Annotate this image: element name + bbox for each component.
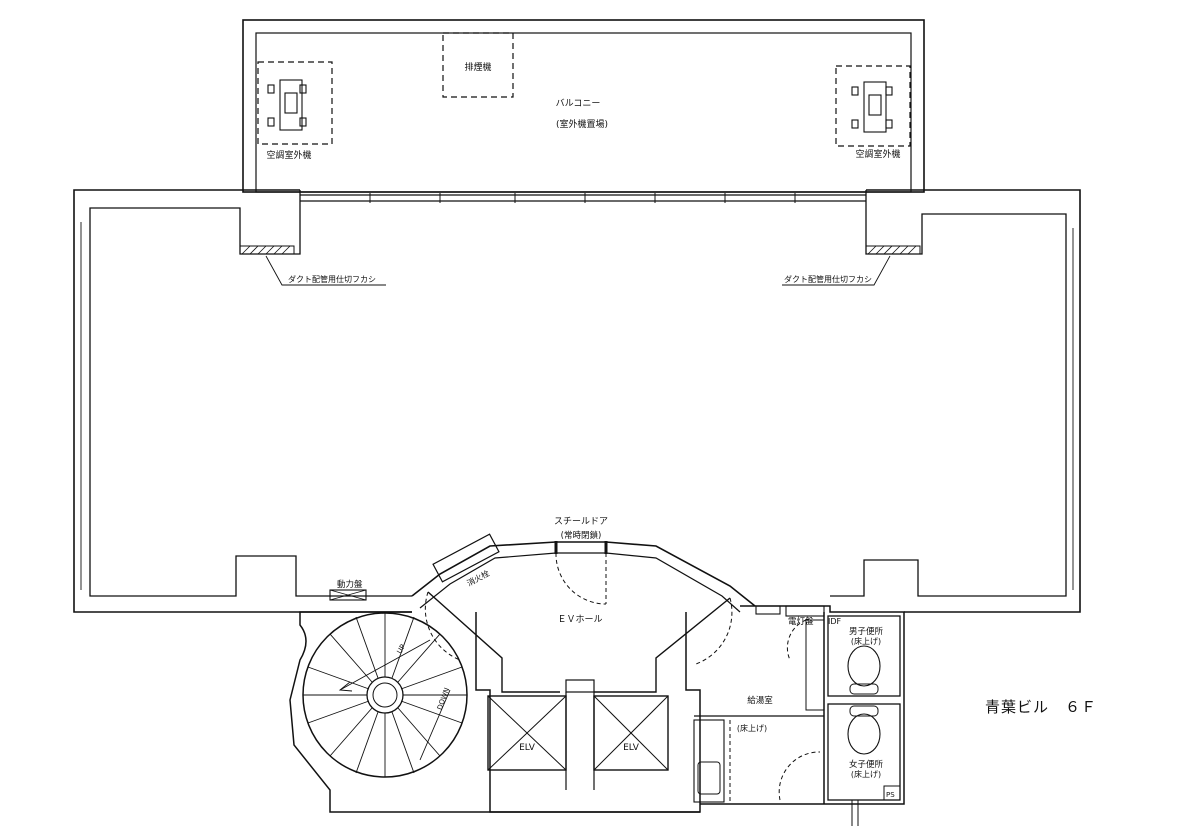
idf-label: IDF <box>828 617 842 626</box>
ac-unit-left-icon <box>267 79 307 131</box>
duct-left-hatch <box>239 245 295 255</box>
door-swing-right <box>695 597 733 665</box>
balcony-label: バルコニー <box>556 98 601 109</box>
ac-unit-right-icon <box>851 81 893 133</box>
ev-hall-label: ＥＶホール <box>557 614 602 625</box>
light-panel-label: 電灯盤 <box>788 616 814 627</box>
duct-right-hatch <box>865 245 921 255</box>
elevator-divider <box>565 679 595 693</box>
balcony <box>242 19 925 203</box>
service-area <box>693 605 905 826</box>
balcony-note: (室外機置場) <box>556 118 608 130</box>
spiral-stair <box>289 611 700 813</box>
stair-treads <box>303 613 467 777</box>
light-panel-box <box>785 605 825 617</box>
outer-wall-right <box>866 189 1081 613</box>
stair-enclosure <box>289 611 700 813</box>
mens-toilet-room <box>827 615 901 697</box>
womens-toilet-label: 女子便所 <box>849 759 884 770</box>
stair-up-label: UP <box>396 643 408 655</box>
utility-floor-note: (床上げ) <box>737 723 767 733</box>
ps-label: PS <box>886 791 895 799</box>
ac-unit-left-box <box>257 61 333 145</box>
main-floor <box>73 189 1081 613</box>
elevator-1-label: ELV <box>519 743 536 753</box>
hydrant-label: 消火栓 <box>465 568 491 588</box>
duct-right-hatch-lines <box>867 245 917 255</box>
smoke-vent-label: 排煙機 <box>464 61 491 73</box>
inner-wall-right <box>830 190 1067 597</box>
balcony-inner-wall <box>255 32 912 193</box>
stair-arrow-down <box>419 689 451 761</box>
hydrant-box <box>432 533 500 583</box>
ac-unit-right-label: 空調室外機 <box>855 148 900 160</box>
window-mullions <box>369 193 796 203</box>
power-panel-box <box>329 589 367 601</box>
steel-door-swing <box>555 552 607 605</box>
elevators <box>475 612 701 813</box>
stair-newel-outer <box>366 676 404 714</box>
panel-small <box>755 605 781 615</box>
ps-box <box>883 785 901 801</box>
womens-toilet-bowl <box>847 713 881 755</box>
womens-toilet-note: (床上げ) <box>851 769 881 779</box>
steel-door-note: (常時閉鎖) <box>561 530 602 541</box>
pipe-shaft <box>805 619 825 711</box>
duct-left-hatch-lines <box>241 245 291 255</box>
power-panel-label: 動力盤 <box>337 579 363 590</box>
steel-door-label: スチールドア <box>554 516 608 527</box>
ac-unit-left-label: 空調室外機 <box>266 149 311 161</box>
duct-note-right: ダクト配管用仕切フカシ <box>784 274 872 284</box>
stair-arrow-up <box>339 639 431 691</box>
duct-left-leader <box>265 255 386 286</box>
elevator-2-label: ELV <box>623 743 640 753</box>
smoke-vent-box <box>442 32 514 98</box>
ev-hall <box>329 533 756 693</box>
duct-note-left: ダクト配管用仕切フカシ <box>288 274 376 284</box>
ev-hall-wall-left <box>427 591 560 693</box>
elevator-shaft-outer <box>475 612 701 813</box>
ev-hall-wall-right <box>594 597 731 693</box>
utility-room-label: 給湯室 <box>747 695 773 706</box>
utility-inner-door <box>729 720 821 802</box>
document-title: 青葉ビル ６Ｆ <box>985 698 1097 716</box>
stair-newel-inner <box>372 682 398 708</box>
sink-counter <box>693 719 725 803</box>
sink-basin <box>697 761 721 795</box>
mens-toilet-note: (床上げ) <box>851 636 881 646</box>
mens-toilet-label: 男子便所 <box>849 626 884 637</box>
outer-wall-left <box>73 189 412 613</box>
ac-unit-right-box <box>835 65 911 147</box>
ev-hall-top-wall-inner <box>419 552 741 613</box>
womens-toilet-room <box>827 703 901 801</box>
door-swing-left <box>424 591 461 661</box>
ev-hall-top-wall <box>411 541 756 607</box>
inner-wall-left <box>89 190 412 597</box>
utility-door-swing <box>786 619 807 661</box>
mens-toilet-bowl <box>847 645 881 687</box>
duct-right-leader <box>782 255 891 286</box>
stair-down-label: DOWN <box>436 687 451 711</box>
